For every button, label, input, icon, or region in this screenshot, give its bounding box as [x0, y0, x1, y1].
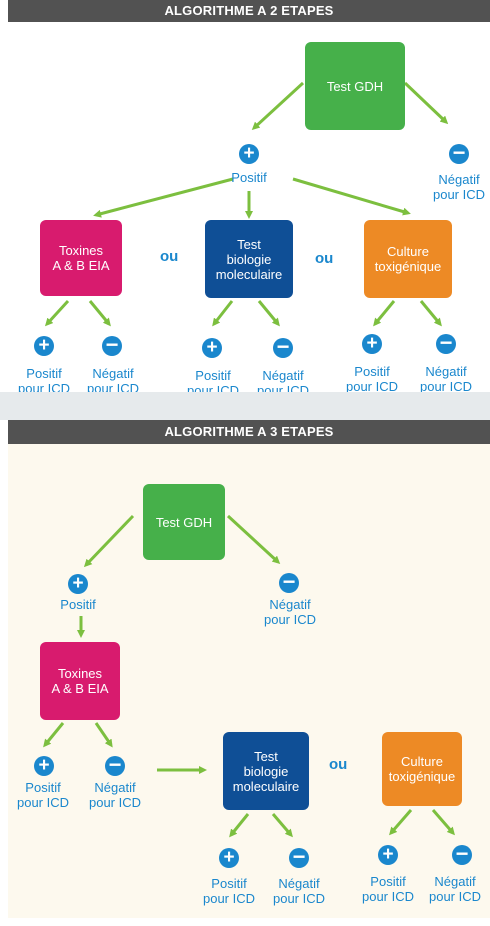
- plus-icon: +: [239, 144, 259, 164]
- test-biologie-box: Test biologie moleculaire: [205, 220, 293, 298]
- culture-toxigenique-box: Culture toxigénique: [364, 220, 452, 298]
- flow-arrows-3-steps: [43, 514, 455, 838]
- negatif-icd-label: Négatif pour ICD: [88, 780, 142, 810]
- minus-icon: −: [279, 571, 299, 593]
- negatif-icd-label: Négatif pour ICD: [419, 364, 473, 394]
- plus-icon: +: [219, 848, 239, 868]
- minus-icon: −: [289, 846, 309, 868]
- positif-label: Positif: [60, 597, 96, 612]
- algorithm-2-steps-title: ALGORITHME A 2 ETAPES: [8, 0, 490, 22]
- ou-label: ou: [160, 248, 179, 265]
- negatif-icd-label: Négatif pour ICD: [428, 874, 482, 904]
- panel-separator: [0, 392, 490, 420]
- algorithm-3-steps-title: ALGORITHME A 3 ETAPES: [8, 420, 490, 444]
- culture-toxigenique-box: Culture toxigénique: [382, 732, 462, 806]
- minus-icon: −: [436, 332, 456, 354]
- toxines-box: Toxines A & B EIA: [40, 642, 120, 720]
- ou-label: ou: [329, 756, 348, 773]
- algorithm-2-steps-panel: ALGORITHME A 2 ETAPES Test GDH + Positif…: [8, 0, 490, 398]
- negatif-icd-label: Négatif pour ICD: [272, 876, 326, 906]
- test-gdh-box: Test GDH: [143, 484, 225, 560]
- minus-icon: −: [452, 843, 472, 865]
- test-biologie-box: Test biologie moleculaire: [223, 732, 309, 810]
- plus-icon: +: [202, 338, 222, 358]
- minus-icon: −: [449, 142, 469, 164]
- positif-icd-label: Positif pour ICD: [202, 876, 256, 906]
- positif-label: Positif: [231, 170, 267, 185]
- plus-icon: +: [362, 334, 382, 354]
- negatif-icd-label: Négatif pour ICD: [432, 172, 486, 202]
- negatif-icd-label: Négatif pour ICD: [263, 597, 317, 627]
- positif-icd-label: Positif pour ICD: [16, 780, 70, 810]
- ou-label: ou: [315, 250, 334, 267]
- minus-icon: −: [102, 334, 122, 356]
- positif-icd-label: Positif pour ICD: [361, 874, 415, 904]
- algorithm-3-steps-panel: ALGORITHME A 3 ETAPES Test GDH + Positif…: [8, 420, 490, 918]
- plus-icon: +: [34, 756, 54, 776]
- flow-arrows-2-steps: [44, 81, 449, 327]
- minus-icon: −: [273, 336, 293, 358]
- positif-icd-label: Positif pour ICD: [345, 364, 399, 394]
- toxines-box: Toxines A & B EIA: [40, 220, 122, 296]
- plus-icon: +: [34, 336, 54, 356]
- plus-icon: +: [378, 845, 398, 865]
- minus-icon: −: [105, 754, 125, 776]
- test-gdh-box: Test GDH: [305, 42, 405, 130]
- plus-icon: +: [68, 574, 88, 594]
